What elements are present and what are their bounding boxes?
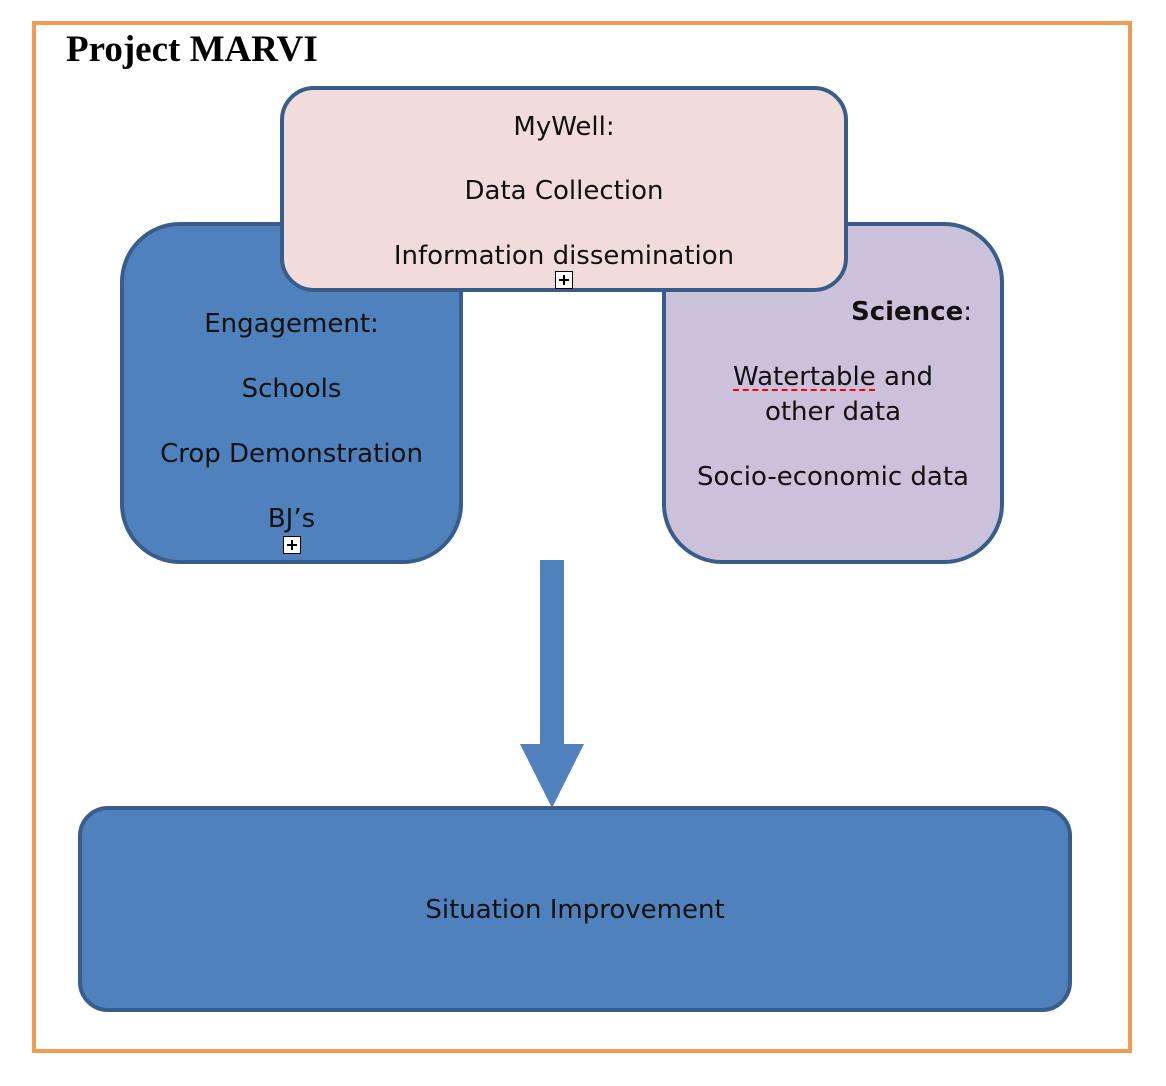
- mywell-item-data-collection: Data Collection: [464, 176, 664, 206]
- arrow-head: [520, 744, 584, 808]
- science-item-watertable: Watertable and: [666, 362, 1000, 392]
- spellcheck-word-watertable[interactable]: Watertable: [733, 362, 876, 392]
- science-heading-colon: :: [963, 297, 973, 327]
- engagement-item-crop-demonstration: Crop Demonstration: [160, 439, 423, 469]
- diagram-frame: [32, 21, 1132, 1053]
- science-item-other-data: other data: [764, 397, 902, 427]
- engagement-item-schools: Schools: [241, 374, 342, 404]
- situation-improvement-box: Situation Improvement: [78, 806, 1072, 1012]
- engagement-expand-icon[interactable]: [283, 536, 301, 554]
- mywell-heading: MyWell:: [513, 112, 615, 142]
- situation-improvement-label: Situation Improvement: [425, 895, 725, 925]
- mywell-box: MyWell: Data Collection Information diss…: [280, 86, 848, 292]
- diagram-title: Project MARVI: [66, 29, 318, 70]
- science-item-watertable-rest: and: [875, 362, 933, 392]
- engagement-heading: Engagement:: [204, 309, 379, 339]
- science-item-socio-economic: Socio-economic data: [697, 462, 969, 492]
- mywell-item-information-dissemination: Information dissemination: [393, 241, 735, 271]
- science-heading: Science: [851, 297, 964, 327]
- mywell-expand-icon[interactable]: [555, 271, 573, 289]
- science-heading-group: Science:: [851, 297, 972, 327]
- arrow-shaft: [540, 560, 564, 746]
- engagement-item-bjs: BJ’s: [267, 504, 316, 534]
- down-arrow-icon: [520, 560, 584, 808]
